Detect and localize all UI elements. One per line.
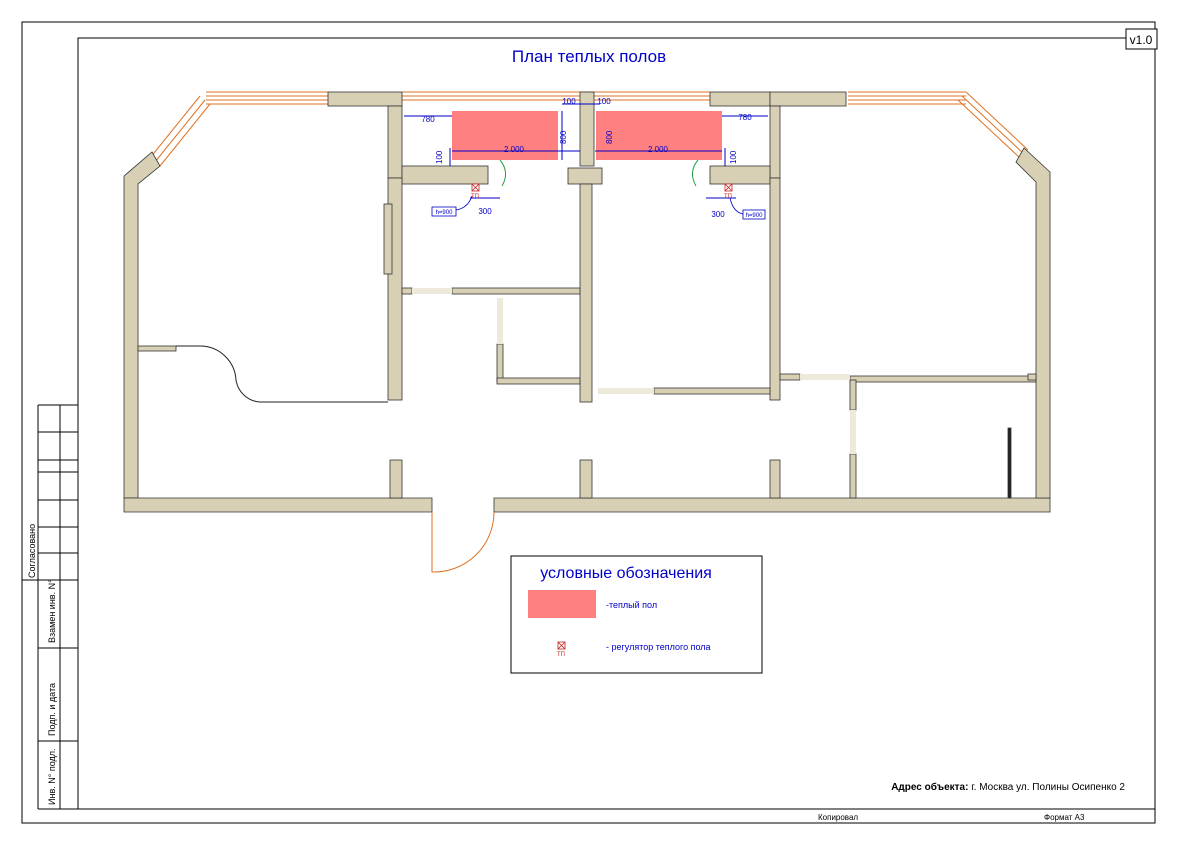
dim-right-width: 2 000	[648, 145, 669, 154]
pipe-left	[499, 159, 506, 187]
version-box	[1125, 28, 1158, 50]
copied-label: Копировал	[818, 813, 858, 822]
windows	[149, 91, 1029, 167]
dim-right-bottom-offset: 100	[729, 150, 738, 164]
dimension-lines	[404, 103, 768, 199]
legend-regulator-symbol-text: ТП	[557, 652, 565, 658]
door-openings	[412, 288, 856, 454]
legend-regulator-icon	[557, 641, 566, 650]
stamp-sign-date: Подп. и дата	[47, 683, 57, 736]
reg-right-leader	[729, 197, 744, 215]
stamp-agreed: Согласовано	[27, 524, 37, 578]
dim-right-height: 800	[605, 130, 614, 144]
left-stamp-grid	[22, 404, 78, 810]
heated-floor-left	[452, 111, 558, 160]
reg-left-height-box	[431, 206, 457, 217]
address-value: г. Москва ул. Полины Осипенко 2	[968, 782, 1125, 793]
regulator-left-icon	[471, 183, 480, 192]
reg-right-height: h=900	[746, 213, 764, 219]
dim-right-side-offset: 100	[597, 97, 611, 106]
dim-left-side-offset: 100	[562, 97, 576, 106]
regulator-right-label: ТП	[724, 194, 732, 200]
reg-left-height: h=900	[436, 210, 454, 216]
drawing-frame	[77, 37, 1156, 810]
legend-heated-floor-swatch	[528, 590, 596, 618]
entrance-door-swing	[431, 511, 495, 573]
regulator-right-icon	[724, 183, 733, 192]
version-label: v1.0	[1130, 33, 1153, 47]
stamp-replacement: Взамен инв. N°	[47, 579, 57, 643]
legend-title: условные обозначения	[540, 565, 712, 582]
stamp-inventory: Инв. N° подл.	[47, 748, 57, 805]
dim-left-height: 800	[559, 130, 568, 144]
dim-right-wall-offset: 780	[738, 113, 752, 122]
address-label: Адрес объекта:	[891, 781, 968, 793]
legend-heated-floor-label: -теплый пол	[606, 600, 657, 610]
format-label: Формат А3	[1044, 813, 1085, 822]
legend-regulator-label: - регулятор теплого пола	[606, 642, 711, 652]
dim-left-wall-offset: 780	[421, 115, 435, 124]
reg-right-height-box	[742, 209, 766, 220]
page-title: План теплых полов	[512, 47, 666, 66]
dim-right-reg-offset: 300	[711, 210, 725, 219]
pipe-right	[692, 159, 699, 187]
dim-left-bottom-offset: 100	[435, 150, 444, 164]
thin-partitions	[176, 345, 388, 403]
heated-floor-right	[596, 111, 722, 160]
dim-left-width: 2 000	[504, 145, 525, 154]
reg-left-leader	[455, 195, 473, 211]
object-address: Адрес объекта: г. Москва ул. Полины Осип…	[891, 781, 1125, 793]
regulator-left-label: ТП	[471, 194, 479, 200]
walls	[123, 91, 1051, 513]
dim-left-reg-offset: 300	[478, 207, 492, 216]
